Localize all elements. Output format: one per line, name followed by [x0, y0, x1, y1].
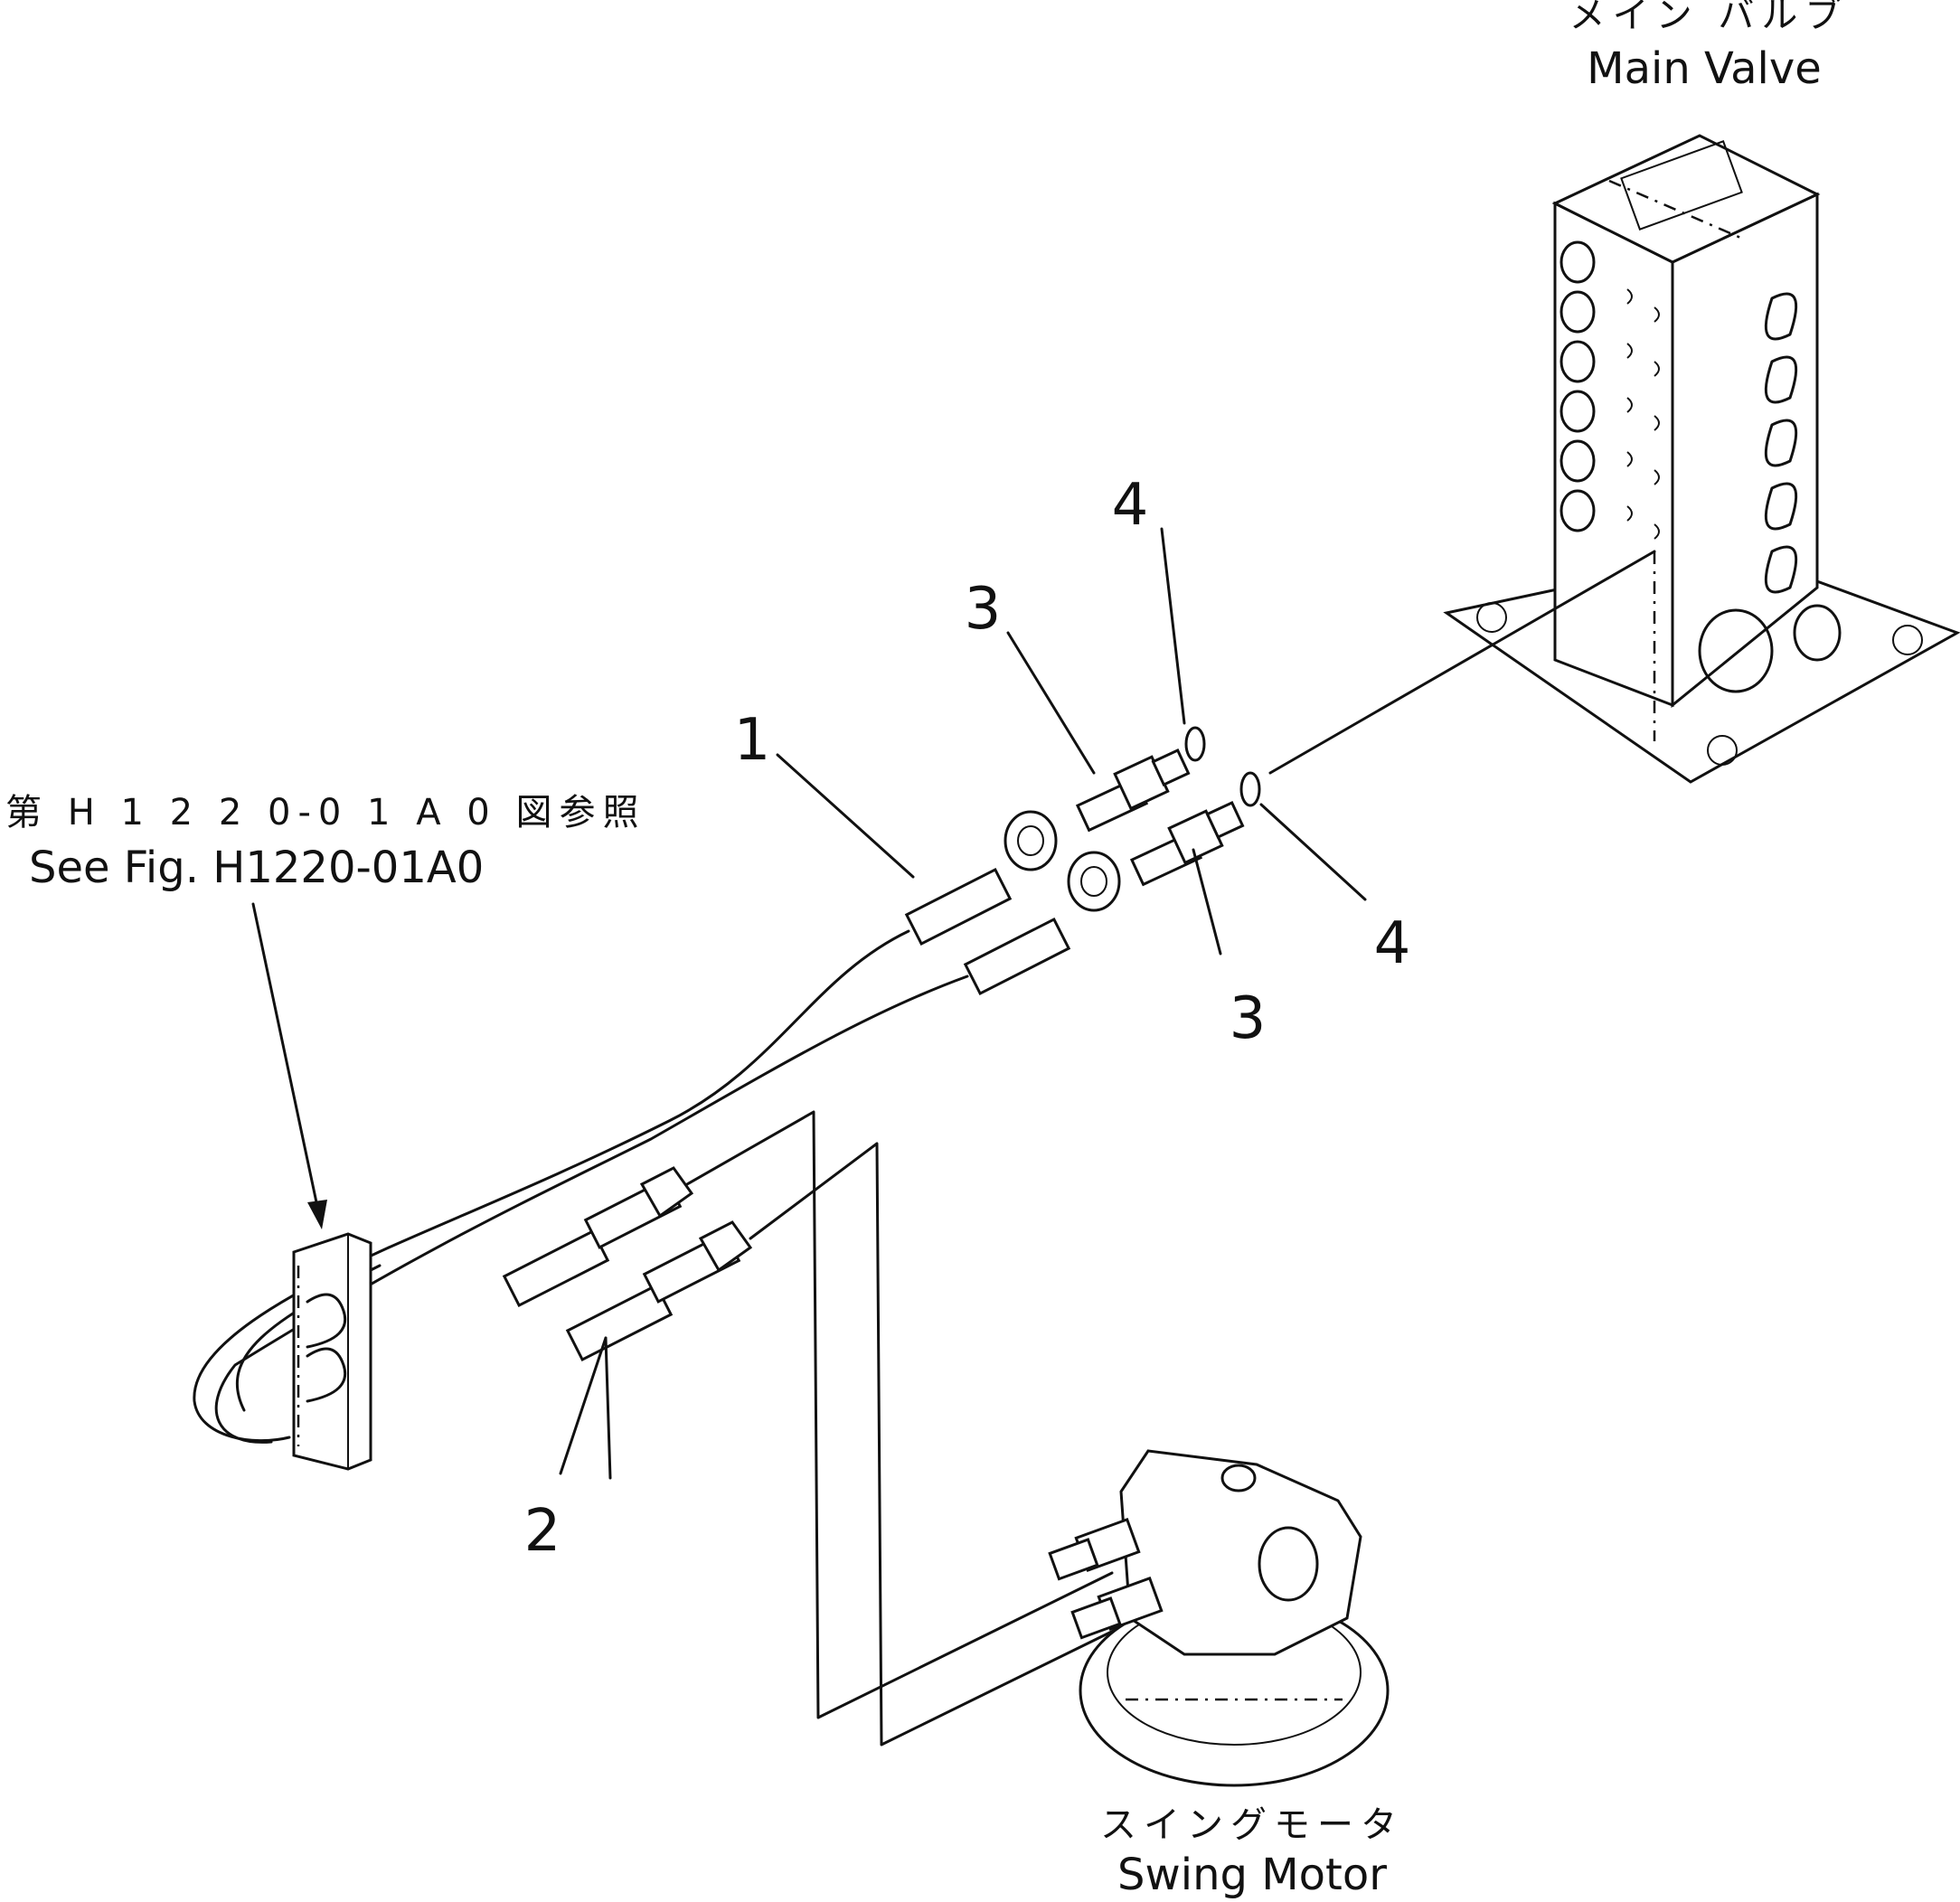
main-valve-drawing [1443, 134, 1960, 784]
callout-4-lower: 4 [1374, 910, 1411, 977]
swing-motor-label: Swing Motor [1117, 1850, 1387, 1900]
reference-arrow [251, 902, 327, 1229]
main-valve-label-jp: メイン バルブ [1569, 0, 1849, 36]
callout-3-upper: 3 [965, 576, 1002, 643]
o-ring-lower [1239, 771, 1261, 807]
callout-2: 2 [524, 1498, 561, 1565]
reference-label-jp: 第 H 1 2 2 0-0 1 A 0 図参照 [5, 792, 645, 833]
main-valve-label: Main Valve [1587, 43, 1822, 94]
hose-2 [502, 1110, 1141, 1747]
pipe-to-main-valve [1268, 550, 1656, 775]
callout-4-upper: 4 [1112, 472, 1149, 539]
callout-1: 1 [734, 707, 771, 774]
callout-3-lower: 3 [1230, 985, 1267, 1052]
o-ring-upper [1184, 726, 1206, 762]
fitting-lower [1129, 800, 1245, 887]
callout-leaders [604, 527, 1367, 1480]
reference-label: See Fig. H1220-01A0 [29, 843, 484, 893]
swing-motor-drawing [1048, 1449, 1390, 1787]
clamp-block [292, 1232, 372, 1471]
fitting-upper [1075, 748, 1191, 833]
swing-motor-label-jp: スイングモータ [1100, 1804, 1404, 1846]
